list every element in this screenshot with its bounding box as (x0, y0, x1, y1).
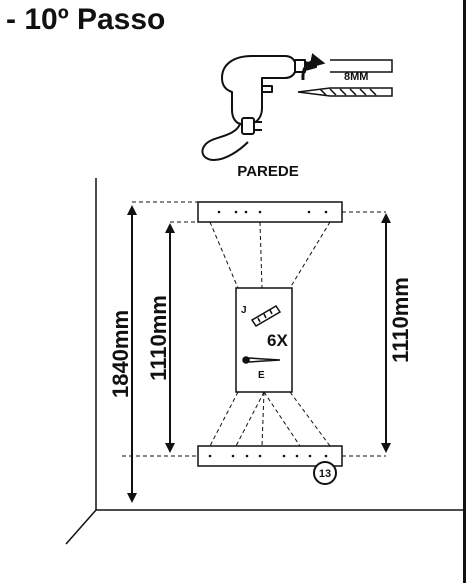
right-spacing-label: 1110mm (388, 277, 413, 363)
wall-label: PAREDE (237, 163, 298, 180)
step-title: - 10º Passo (6, 3, 166, 36)
right-frame-border (463, 0, 466, 583)
drill-bit-icon (297, 59, 393, 97)
part-number-badge-icon (313, 461, 337, 485)
top-mounting-bracket (197, 201, 343, 223)
wall-outline (65, 178, 466, 545)
part-number-label: 13 (319, 468, 331, 480)
screw-icon (242, 356, 281, 364)
hardware-box (235, 287, 293, 393)
drill-bit-size-label: 8MM (344, 71, 368, 83)
bit-change-arrow-icon (301, 53, 326, 81)
wall-anchor-icon (250, 304, 282, 328)
dashed-guide-lines (122, 201, 386, 457)
left-spacing-label: 1110mm (146, 295, 171, 381)
hardware-quantity: 6X (267, 331, 288, 350)
drill-icon (201, 55, 317, 161)
plug-icon (241, 117, 262, 135)
anchor-code-label: J (241, 305, 247, 316)
screw-code-label: E (258, 370, 265, 381)
total-height-label: 1840mm (108, 310, 133, 398)
